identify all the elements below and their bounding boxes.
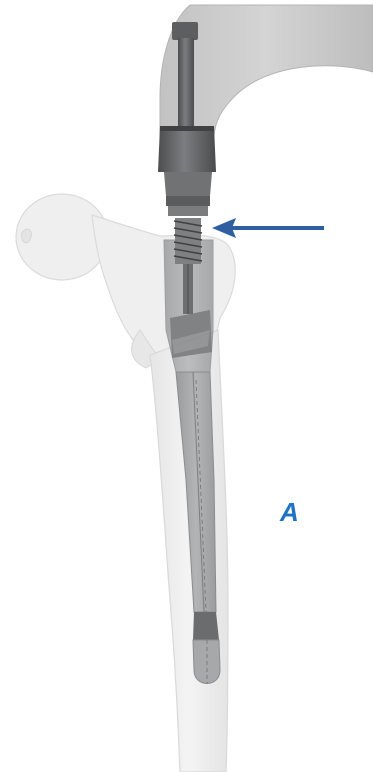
arrow-left-icon xyxy=(212,218,324,238)
panel-label: A xyxy=(280,497,299,527)
thread-section xyxy=(174,218,202,264)
